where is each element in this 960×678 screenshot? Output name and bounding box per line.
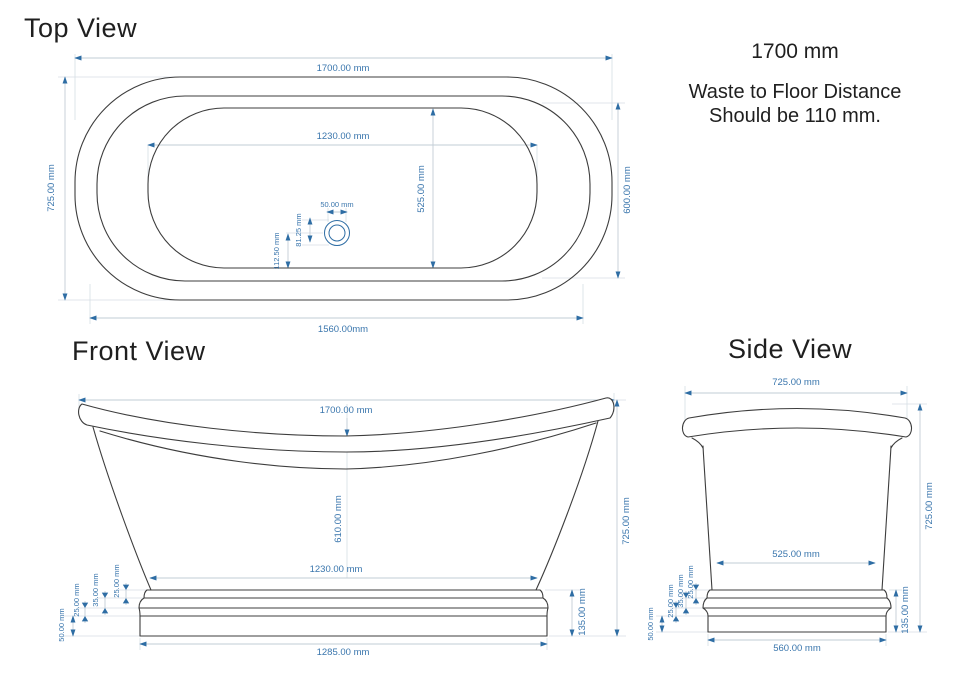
dim-front-base-top-width: 1230.00 mm bbox=[310, 564, 363, 575]
dim-front-overall-height: 725.00 mm bbox=[621, 497, 632, 545]
dim-side-overall-height: 725.00 mm bbox=[924, 482, 935, 530]
top-view-drawing: 1700.00 mm 725.00 mm 1230.00 mm 525.00 m… bbox=[46, 54, 633, 335]
dim-front-step-top: 25.00 mm bbox=[112, 564, 121, 597]
dim-side-plinth-height: 135.00 mm bbox=[900, 586, 911, 634]
dim-front-inner-depth: 610.00 mm bbox=[333, 495, 344, 543]
front-view-dimension-lines bbox=[70, 397, 620, 647]
dim-side-step-mid: 35.00 mm bbox=[676, 574, 685, 607]
dim-drain-offset-a: 81.25 mm bbox=[294, 213, 303, 246]
dim-side-step-low: 25.00 mm bbox=[666, 584, 675, 617]
dim-front-overall-width: 1700.00 mm bbox=[320, 405, 373, 416]
side-view-dimension-lines bbox=[659, 390, 923, 643]
dim-front-plinth-width: 1285.00 mm bbox=[317, 647, 370, 658]
note-block: 1700 mm Waste to Floor Distance Should b… bbox=[630, 40, 960, 128]
tub-top-outline bbox=[74, 76, 613, 301]
dim-side-plinth-band: 50.00 mm bbox=[646, 607, 655, 640]
dim-side-overall-width: 725.00 mm bbox=[772, 377, 820, 388]
dim-top-rim-width: 1560.00mm bbox=[318, 324, 368, 335]
dim-drain-diameter: 50.00 mm bbox=[320, 200, 353, 209]
dim-top-basin-width: 1230.00 mm bbox=[317, 131, 370, 142]
tub-side-outline bbox=[681, 407, 913, 633]
drain-icon bbox=[324, 220, 350, 246]
dim-drain-offset-b: 112.50 mm bbox=[272, 233, 281, 270]
dim-side-base-top-width: 525.00 mm bbox=[772, 549, 820, 560]
front-view-title: Front View bbox=[72, 336, 206, 366]
dim-side-plinth-width: 560.00 mm bbox=[773, 643, 821, 654]
dim-front-plinth-band: 50.00 mm bbox=[57, 608, 66, 641]
front-view-drawing: 1700.00 mm 610.00 mm 1230.00 mm 725.00 m… bbox=[57, 393, 632, 658]
side-view-dimension-labels: 725.00 mm 525.00 mm 725.00 mm 135.00 mm … bbox=[646, 377, 935, 654]
dim-side-step-top: 25.00 mm bbox=[686, 565, 695, 598]
dim-front-step-low: 25.00 mm bbox=[72, 583, 81, 616]
note-waste-line2: Should be 110 mm. bbox=[709, 105, 881, 127]
dim-top-rim-depth: 600.00 mm bbox=[622, 166, 633, 214]
note-waste-line1: Waste to Floor Distance bbox=[688, 81, 902, 103]
tub-front-outline bbox=[78, 397, 615, 637]
dim-top-overall-depth: 725.00 mm bbox=[46, 164, 57, 212]
dim-top-overall-width: 1700.00 mm bbox=[317, 63, 370, 74]
top-view-dimension-labels: 1700.00 mm 725.00 mm 1230.00 mm 525.00 m… bbox=[46, 63, 633, 335]
front-view-dimension-labels: 1700.00 mm 610.00 mm 1230.00 mm 725.00 m… bbox=[57, 405, 632, 658]
dim-front-plinth-height: 135.00 mm bbox=[577, 588, 588, 636]
top-view-dimension-lines bbox=[62, 55, 621, 321]
dim-front-step-mid: 35.00 mm bbox=[91, 573, 100, 606]
side-view-title: Side View bbox=[728, 334, 853, 364]
top-view-title: Top View bbox=[24, 13, 138, 43]
dim-top-basin-depth: 525.00 mm bbox=[416, 165, 427, 213]
top-view-extension-lines bbox=[58, 54, 625, 324]
side-view-drawing: 725.00 mm 525.00 mm 725.00 mm 135.00 mm … bbox=[646, 377, 935, 654]
note-overall-length: 1700 mm bbox=[751, 40, 839, 63]
